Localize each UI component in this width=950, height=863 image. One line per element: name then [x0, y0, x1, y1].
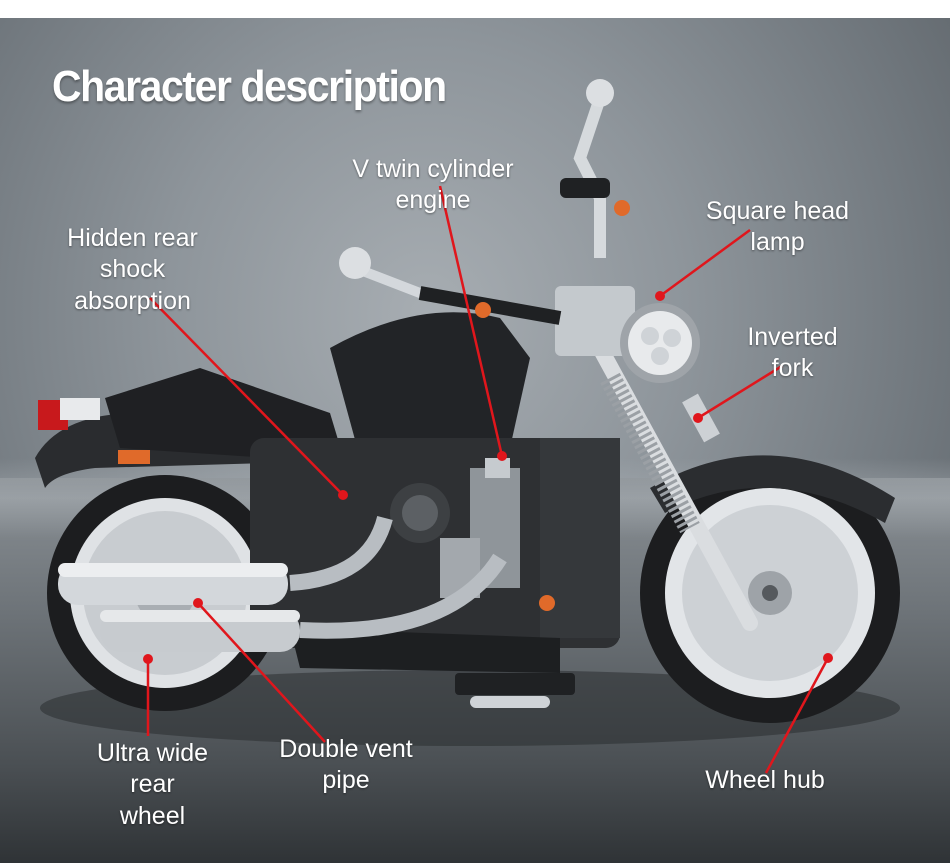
label-rear-wheel-line1: Ultra wide rear — [96, 739, 209, 799]
footrest — [455, 673, 575, 695]
label-engine-text: V twin cylinder engine — [352, 155, 514, 215]
motorcycle-illustration — [35, 79, 900, 746]
fuel-tank — [330, 312, 530, 458]
tail-light-white — [60, 398, 100, 420]
orange-detail — [475, 302, 491, 318]
leader-dot-engine — [497, 451, 507, 461]
leader-fork — [697, 364, 783, 420]
label-rear-wheel: Ultra wide rear wheel — [75, 738, 230, 832]
label-vent-pipe-text: Double vent pipe — [279, 735, 413, 795]
footrest-bar — [470, 696, 550, 708]
label-vent-pipe: Double vent pipe — [256, 734, 436, 797]
label-shock-line2: shock absorption — [74, 255, 191, 315]
leader-vent-pipe — [197, 602, 326, 743]
lower-frame — [290, 628, 560, 673]
fork-spring — [600, 372, 700, 534]
leader-head-lamp — [659, 228, 751, 298]
label-head-lamp-text: Square head lamp — [705, 197, 850, 257]
label-fork: Inverted fork — [725, 322, 860, 385]
leader-engine — [438, 185, 504, 457]
leader-dot-shock — [338, 490, 348, 500]
leader-dot-rear-wheel — [143, 654, 153, 664]
exhaust-pipes — [58, 515, 507, 652]
leader-shock — [149, 297, 344, 496]
orange-detail — [539, 595, 555, 611]
label-engine: V twin cylinder engine — [318, 154, 548, 217]
orange-detail — [118, 450, 150, 464]
label-rear-wheel-line2: wheel — [119, 801, 186, 830]
leader-dot-wheel-hub — [823, 653, 833, 663]
label-shock-line1: Hidden rear — [67, 224, 198, 252]
product-image: Character description V twin cylinder en… — [0, 18, 950, 863]
leader-lines — [143, 185, 833, 774]
front-fender — [650, 455, 895, 523]
leader-wheel-hub — [764, 657, 830, 774]
label-fork-text: Inverted fork — [747, 323, 838, 383]
front-fork-left — [592, 340, 758, 631]
leader-dot-fork — [693, 413, 703, 423]
label-wheel-hub: Wheel hub — [705, 765, 825, 796]
label-shock: Hidden rear shock absorption — [40, 223, 225, 317]
orange-detail — [614, 200, 630, 216]
handlebars — [339, 79, 614, 325]
label-head-lamp: Square head lamp — [680, 196, 875, 259]
leader-dot-vent-pipe — [193, 598, 203, 608]
head-lamp — [555, 286, 700, 383]
page-title: Character description — [52, 62, 447, 111]
label-wheel-hub-text: Wheel hub — [705, 766, 825, 794]
leader-dot-head-lamp — [655, 291, 665, 301]
